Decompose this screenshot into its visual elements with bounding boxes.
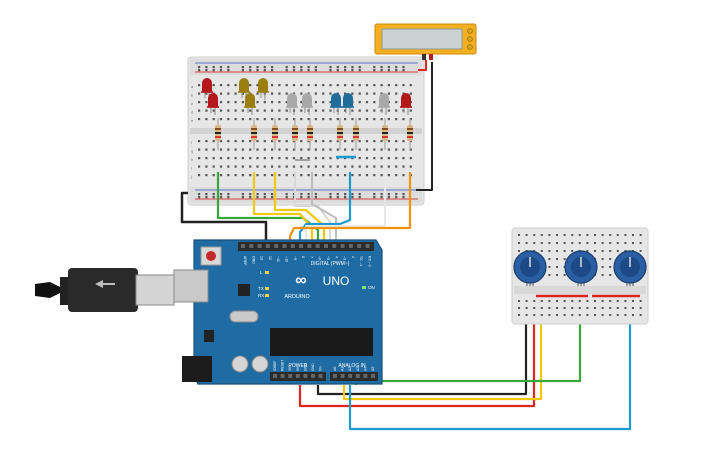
- lcd-display-icon[interactable]: [374, 23, 477, 60]
- led-group: [201, 78, 412, 115]
- power-pin-label: RESET: [281, 360, 285, 371]
- analog-pin-label: A1: [341, 367, 345, 371]
- analog-pin-label: A2: [348, 367, 352, 371]
- digital-pin-label: ~9: [293, 256, 297, 260]
- digital-pin-label: ~11: [276, 256, 280, 262]
- resistor-icon[interactable]: [382, 118, 388, 150]
- arduino-uno-board[interactable]: ∞ ARDUINO UNO DIGITAL (PWM~) POWER ANALO…: [173, 239, 383, 385]
- row-letter: i: [191, 166, 192, 171]
- row-letter: g: [191, 149, 193, 154]
- digital-pin-label: TX→1: [359, 256, 363, 266]
- digital-pin-label: ~3: [343, 256, 347, 260]
- wire-white: [305, 172, 386, 245]
- resistor-icon[interactable]: [215, 118, 221, 150]
- resistor-icon[interactable]: [337, 118, 343, 150]
- power-pin-label: GND: [311, 363, 315, 371]
- wire-rail-5v: [418, 60, 427, 71]
- wire-pot-gnd: [316, 312, 528, 396]
- digital-pin-label: 7: [309, 256, 313, 258]
- power-pin-label: IOREF: [273, 361, 277, 371]
- power-pin-label: 3V3: [288, 365, 292, 371]
- digital-pin-label: 4: [334, 256, 338, 258]
- arduino-logo-icon: ∞: [295, 272, 306, 289]
- digital-pin-label: 12: [268, 256, 272, 260]
- arduino-brand-text: ARDUINO: [284, 294, 310, 300]
- wire-pot-a1: [342, 312, 543, 401]
- power-pin-label: GND: [303, 363, 307, 371]
- digital-pin-label: 2: [351, 256, 355, 258]
- wire-gnd: [180, 191, 268, 243]
- resistor-icon[interactable]: [292, 118, 298, 150]
- wire-rail-gnd: [416, 62, 433, 191]
- digital-pin-label: ~6: [318, 256, 322, 260]
- wire-orange: [288, 172, 412, 245]
- led-icon[interactable]: [257, 78, 269, 100]
- on-led-label: ON: [368, 285, 375, 290]
- digital-pin-label: ~10: [285, 256, 289, 262]
- resistor-icon[interactable]: [407, 118, 413, 150]
- row-letter: e: [191, 118, 194, 123]
- power-pin-label: 5V: [296, 366, 300, 371]
- wire-gray: [311, 172, 337, 245]
- reset-button-icon[interactable]: [200, 246, 222, 266]
- digital-pin-label: ~5: [326, 256, 330, 260]
- digital-pin-label: AREF: [243, 256, 247, 266]
- wire-blue: [298, 172, 352, 245]
- row-letter: a: [191, 84, 194, 89]
- resistor-icon[interactable]: [251, 118, 257, 150]
- analog-pin-label: A3: [356, 367, 360, 371]
- led-icon[interactable]: [301, 93, 313, 115]
- tx-led-label: TX: [258, 286, 264, 291]
- uno-model-text: UNO: [323, 274, 350, 288]
- resistor-icon[interactable]: [353, 118, 359, 150]
- row-letter: b: [191, 93, 194, 98]
- power-pin-label: Vin: [319, 366, 323, 371]
- led-icon[interactable]: [400, 93, 412, 115]
- wire-white: [294, 172, 331, 245]
- wire-yellow: [273, 172, 326, 245]
- row-letter: j: [190, 174, 192, 179]
- digital-header-label: DIGITAL (PWM~): [311, 261, 350, 267]
- power-jack: [182, 356, 212, 382]
- row-letter: c: [191, 101, 193, 106]
- breadboard-holes: [198, 66, 412, 199]
- wire-pot-5v: [298, 312, 536, 408]
- wire-pot-a3: [348, 312, 632, 431]
- digital-pin-label: 13: [260, 256, 264, 260]
- resistor-icon[interactable]: [307, 118, 313, 150]
- rx-led-label: RX: [258, 293, 264, 298]
- usb-cable-icon: [35, 268, 175, 312]
- power-header-label: POWER: [289, 363, 308, 369]
- analog-pin-label: A4: [363, 367, 367, 371]
- digital-pin-label: 8: [301, 256, 305, 258]
- digital-pin-label: GND: [251, 256, 255, 264]
- potentiometer-icon[interactable]: [564, 250, 598, 286]
- resistor-icon[interactable]: [272, 118, 278, 150]
- resistor-group: [215, 118, 413, 150]
- led-icon[interactable]: [342, 93, 354, 115]
- led-icon[interactable]: [378, 93, 390, 115]
- potentiometer-group[interactable]: [513, 250, 647, 286]
- wire-yellow: [252, 172, 314, 245]
- digital-pin-label: RX←0: [368, 256, 372, 267]
- row-letter: d: [191, 110, 193, 115]
- atmega-chip: [270, 328, 373, 356]
- l-led-label: L: [260, 270, 263, 275]
- row-letter: f: [191, 140, 193, 145]
- row-letter: h: [191, 157, 193, 162]
- analog-pin-label: A5: [371, 367, 375, 371]
- led-icon[interactable]: [286, 93, 298, 115]
- led-icon[interactable]: [330, 93, 342, 115]
- led-icon[interactable]: [207, 93, 219, 115]
- led-icon[interactable]: [244, 93, 256, 115]
- analog-pin-label: A0: [333, 367, 337, 371]
- analog-header-label: ANALOG IN: [338, 363, 366, 369]
- usb-port: [173, 269, 209, 303]
- potentiometer-icon[interactable]: [513, 250, 547, 286]
- potentiometer-icon[interactable]: [613, 250, 647, 286]
